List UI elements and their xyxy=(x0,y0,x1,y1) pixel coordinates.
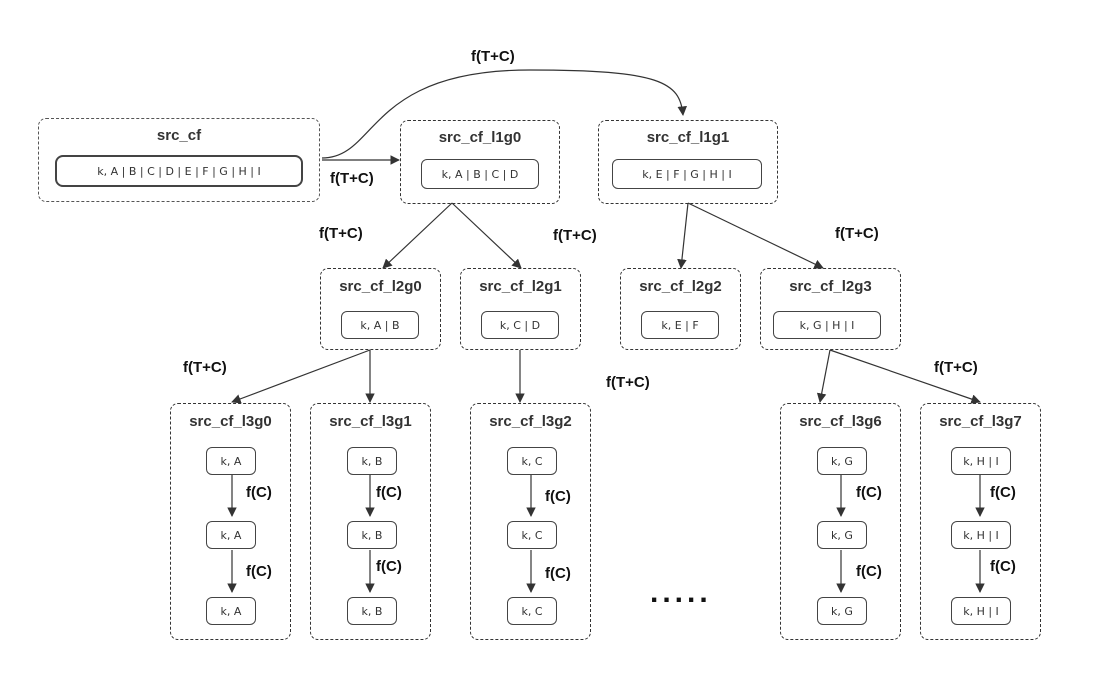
group-title: src_cf_l2g3 xyxy=(789,278,872,295)
edge-label: f(T+C) xyxy=(471,48,515,65)
step-label: f(C) xyxy=(246,563,272,580)
group-title: src_cf_l2g0 xyxy=(339,278,422,295)
edge-label: f(T+C) xyxy=(835,225,879,242)
group-src-cf-l3g1: src_cf_l3g1 k, B k, B k, B xyxy=(310,403,431,640)
column-family-node: k, A xyxy=(206,521,256,549)
edge-label: f(T+C) xyxy=(183,359,227,376)
column-family-node: k, G xyxy=(817,447,867,475)
step-label: f(C) xyxy=(990,484,1016,501)
column-family-node: k, C xyxy=(507,521,557,549)
edge-label: f(T+C) xyxy=(330,170,374,187)
group-title: src_cf_l3g7 xyxy=(939,413,1022,430)
step-arrows xyxy=(227,474,985,593)
column-family-node: k, H | I xyxy=(951,521,1011,549)
group-title: src_cf_l3g2 xyxy=(489,413,572,430)
edge-l1g0-l2g0 xyxy=(382,202,453,269)
column-family-node: k, B xyxy=(347,521,397,549)
group-src-cf-l3g7: src_cf_l3g7 k, H | I k, H | I k, H | I xyxy=(920,403,1041,640)
edge-l1g1-l2g2 xyxy=(677,202,689,269)
group-src-cf-l1g1: src_cf_l1g1 k, E | F | G | H | I xyxy=(598,120,778,204)
edge-l2g3-l3g7 xyxy=(829,349,981,404)
group-src-cf-l1g0: src_cf_l1g0 k, A | B | C | D xyxy=(400,120,560,204)
step-label: f(C) xyxy=(856,563,882,580)
column-family-node: k, H | I xyxy=(951,597,1011,625)
step-label: f(C) xyxy=(246,484,272,501)
edge-l2g0-l3g0 xyxy=(231,349,371,404)
column-family-node: k, C xyxy=(507,447,557,475)
edge-label: f(T+C) xyxy=(606,374,650,391)
column-family-node: k, A | B | C | D xyxy=(421,159,539,189)
column-family-node: k, G xyxy=(817,521,867,549)
edge-label: f(T+C) xyxy=(934,359,978,376)
group-src-cf-l2g3: src_cf_l2g3 k, G | H | I xyxy=(760,268,901,350)
group-title: src_cf xyxy=(156,127,202,144)
step-label: f(C) xyxy=(545,488,571,505)
group-src-cf-l3g2: src_cf_l3g2 k, C k, C k, C xyxy=(470,403,591,640)
column-family-node: k, A | B xyxy=(341,311,419,339)
group-src-cf-l3g6: src_cf_l3g6 k, G k, G k, G xyxy=(780,403,901,640)
group-title: src_cf_l3g0 xyxy=(189,413,272,430)
group-title: src_cf_l3g6 xyxy=(799,413,882,430)
group-title: src_cf_l1g0 xyxy=(438,129,522,146)
column-family-node: k, C xyxy=(507,597,557,625)
column-family-node: k, E | F xyxy=(641,311,719,339)
ellipsis-more-groups: ..... xyxy=(650,576,712,609)
step-label: f(C) xyxy=(990,558,1016,575)
group-src-cf-l2g1: src_cf_l2g1 k, C | D xyxy=(460,268,581,350)
group-title: src_cf_l1g1 xyxy=(646,129,730,146)
step-label: f(C) xyxy=(545,565,571,582)
step-label: f(C) xyxy=(376,484,402,501)
edge-l2g3-l3g6 xyxy=(816,349,831,403)
group-src-cf-l2g2: src_cf_l2g2 k, E | F xyxy=(620,268,741,350)
group-title: src_cf_l2g1 xyxy=(479,278,562,295)
step-label: f(C) xyxy=(856,484,882,501)
column-family-node: k, B xyxy=(347,597,397,625)
edge-label: f(T+C) xyxy=(319,225,363,242)
edge-l1g0-l2g1 xyxy=(451,202,522,269)
column-family-node: k, E | F | G | H | I xyxy=(612,159,762,189)
column-family-node: k, A xyxy=(206,447,256,475)
column-family-node: k, H | I xyxy=(951,447,1011,475)
column-family-node: k, C | D xyxy=(481,311,559,339)
column-family-node: k, G | H | I xyxy=(773,311,881,339)
column-family-node: k, B xyxy=(347,447,397,475)
step-label: f(C) xyxy=(376,558,402,575)
edge-l1g1-l2g3 xyxy=(687,202,824,269)
group-src-cf: src_cf k, A | B | C | D | E | F | G | H … xyxy=(38,118,320,202)
group-title: src_cf_l2g2 xyxy=(639,278,722,295)
group-title: src_cf_l3g1 xyxy=(329,413,412,430)
column-family-node: k, G xyxy=(817,597,867,625)
group-src-cf-l2g0: src_cf_l2g0 k, A | B xyxy=(320,268,441,350)
group-src-cf-l3g0: src_cf_l3g0 k, A k, A k, A xyxy=(170,403,291,640)
edge-root-l1g1 xyxy=(321,69,687,159)
column-family-node: k, A xyxy=(206,597,256,625)
column-family-node: k, A | B | C | D | E | F | G | H | I xyxy=(55,155,303,187)
edge-label: f(T+C) xyxy=(553,227,597,244)
